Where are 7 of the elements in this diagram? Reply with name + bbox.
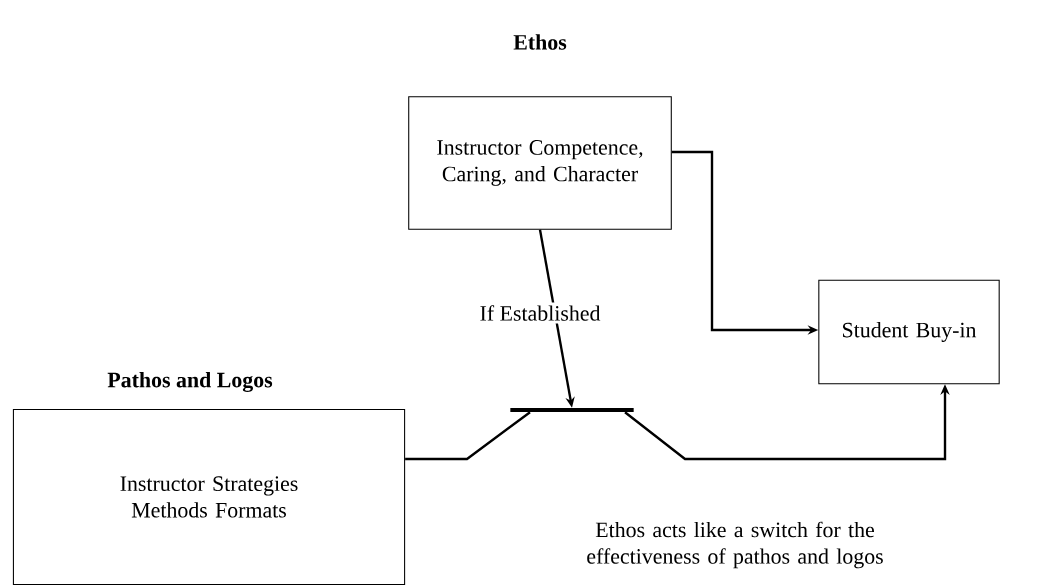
box-heading: Pathos and Logos	[107, 372, 273, 392]
box-heading: Ethos	[513, 34, 567, 50]
note-text: Ethos acts like a switch for the effectiveness of pathos and logos	[587, 521, 883, 569]
text-box: Instructor Competence, Caring, and Character	[408, 96, 672, 230]
text-box: Student Buy-in	[818, 279, 1000, 385]
edge-label: If Established	[476, 302, 604, 324]
text-box: Instructor Strategies Methods Formats	[12, 408, 406, 586]
